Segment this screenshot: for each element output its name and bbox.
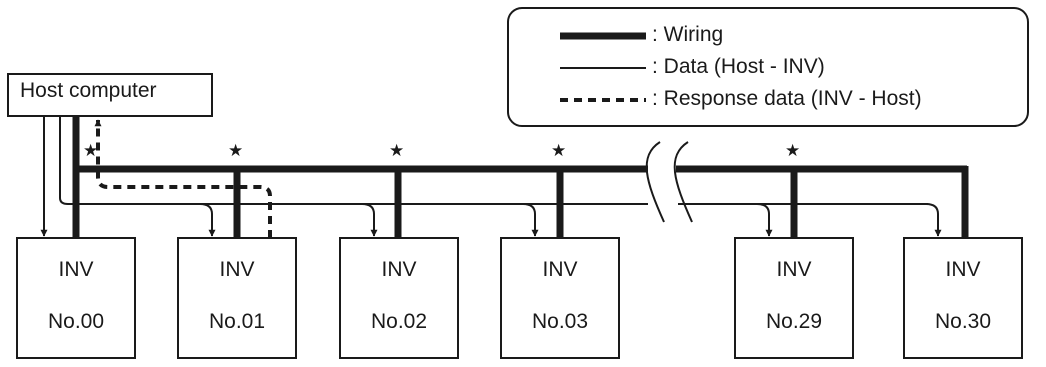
host-computer-label: Host computer [20,79,157,102]
data-branch-inv03 [522,203,539,237]
data-branch-inv30 [925,203,942,237]
legend-box [507,7,1029,127]
break-mark-left [645,141,665,223]
star-icon: ★ [228,141,244,161]
inv-00-label: INV [58,258,94,281]
response-line-inv01-host [94,119,272,238]
host-computer-box [7,73,213,117]
inv-29-label: INV [776,258,812,281]
inv-02-label: INV [381,258,417,281]
inv-29-number: No.29 [765,310,823,333]
legend-response-label: : Response data (INV - Host) [652,87,922,110]
inv-box-30 [903,237,1023,359]
inv-01-number: No.01 [208,310,266,333]
inv-00-number: No.00 [47,310,105,333]
break-mark-right [673,141,693,223]
inv-box-29 [734,237,854,359]
inv-box-00 [16,237,136,359]
star-icon: ★ [785,141,801,161]
inv-30-number: No.30 [934,310,992,333]
inv-02-number: No.02 [370,310,428,333]
star-icon: ★ [83,141,99,161]
legend-wiring-label: : Wiring [652,23,724,46]
legend-data-label: : Data (Host - INV) [652,55,825,78]
inv-box-03 [500,237,620,359]
inv-03-number: No.03 [531,310,589,333]
inv-03-label: INV [542,258,578,281]
data-branch-inv02 [361,203,378,237]
star-icon: ★ [389,141,405,161]
inv-01-label: INV [219,258,255,281]
inv-30-label: INV [945,258,981,281]
inv-box-01 [177,237,297,359]
inv-box-02 [339,237,459,359]
data-branch-inv29 [756,203,773,237]
star-icon: ★ [551,141,567,161]
data-line-main [59,116,648,205]
data-branch-inv01 [199,203,216,237]
